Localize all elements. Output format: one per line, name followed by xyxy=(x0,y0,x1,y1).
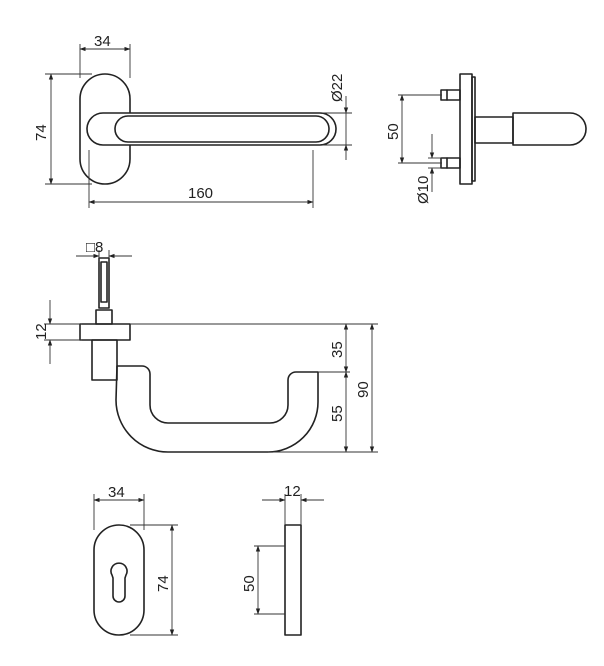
handle-profile-view xyxy=(79,257,319,453)
dim-34-top: 34 xyxy=(94,33,111,50)
dim-34-escutcheon: 34 xyxy=(108,484,125,501)
front-view-dimensions: 34 74 160 Ø22 xyxy=(33,33,352,208)
profile-rose xyxy=(79,323,131,341)
profile-neck xyxy=(91,339,118,381)
dim-50-side: 50 xyxy=(385,123,402,140)
dim-160: 160 xyxy=(188,185,213,202)
dim-74-top: 74 xyxy=(33,124,50,141)
lever-inner-outline xyxy=(114,115,330,143)
escutcheon-side-view xyxy=(284,524,302,636)
keyhole xyxy=(110,562,128,603)
escutcheon-plate xyxy=(93,524,145,636)
escutcheon-front-view xyxy=(93,524,145,636)
dim-35: 35 xyxy=(329,341,346,358)
dim-50-escutcheon: 50 xyxy=(241,575,258,592)
side-lever-neck xyxy=(474,116,514,144)
escutcheon-side-plate xyxy=(284,524,302,636)
profile-view-dimensions: □8 12 35 55 90 xyxy=(33,239,378,453)
handle-front-view xyxy=(79,73,337,185)
dim-12-rose: 12 xyxy=(33,323,50,340)
escutcheon-side-dimensions: 12 50 xyxy=(241,483,324,615)
side-lever-grip xyxy=(512,112,587,146)
dim-d22: Ø22 xyxy=(329,74,346,102)
square-spindle xyxy=(98,257,110,309)
screw-upper xyxy=(440,89,461,101)
escutcheon-front-dimensions: 34 74 xyxy=(93,484,178,636)
u-lever xyxy=(115,365,319,453)
dim-90: 90 xyxy=(355,381,372,398)
side-view-dimensions: 50 Ø10 xyxy=(385,94,442,204)
side-rose-plate xyxy=(459,73,473,185)
dim-d10: Ø10 xyxy=(415,176,432,204)
dim-55: 55 xyxy=(329,405,346,422)
dim-74-escutcheon: 74 xyxy=(155,575,172,592)
screw-lower xyxy=(440,157,461,169)
handle-side-view xyxy=(440,73,587,185)
dim-12-escutcheon: 12 xyxy=(284,483,301,500)
lever-arm xyxy=(86,112,337,146)
dim-square-8: □8 xyxy=(86,239,103,256)
